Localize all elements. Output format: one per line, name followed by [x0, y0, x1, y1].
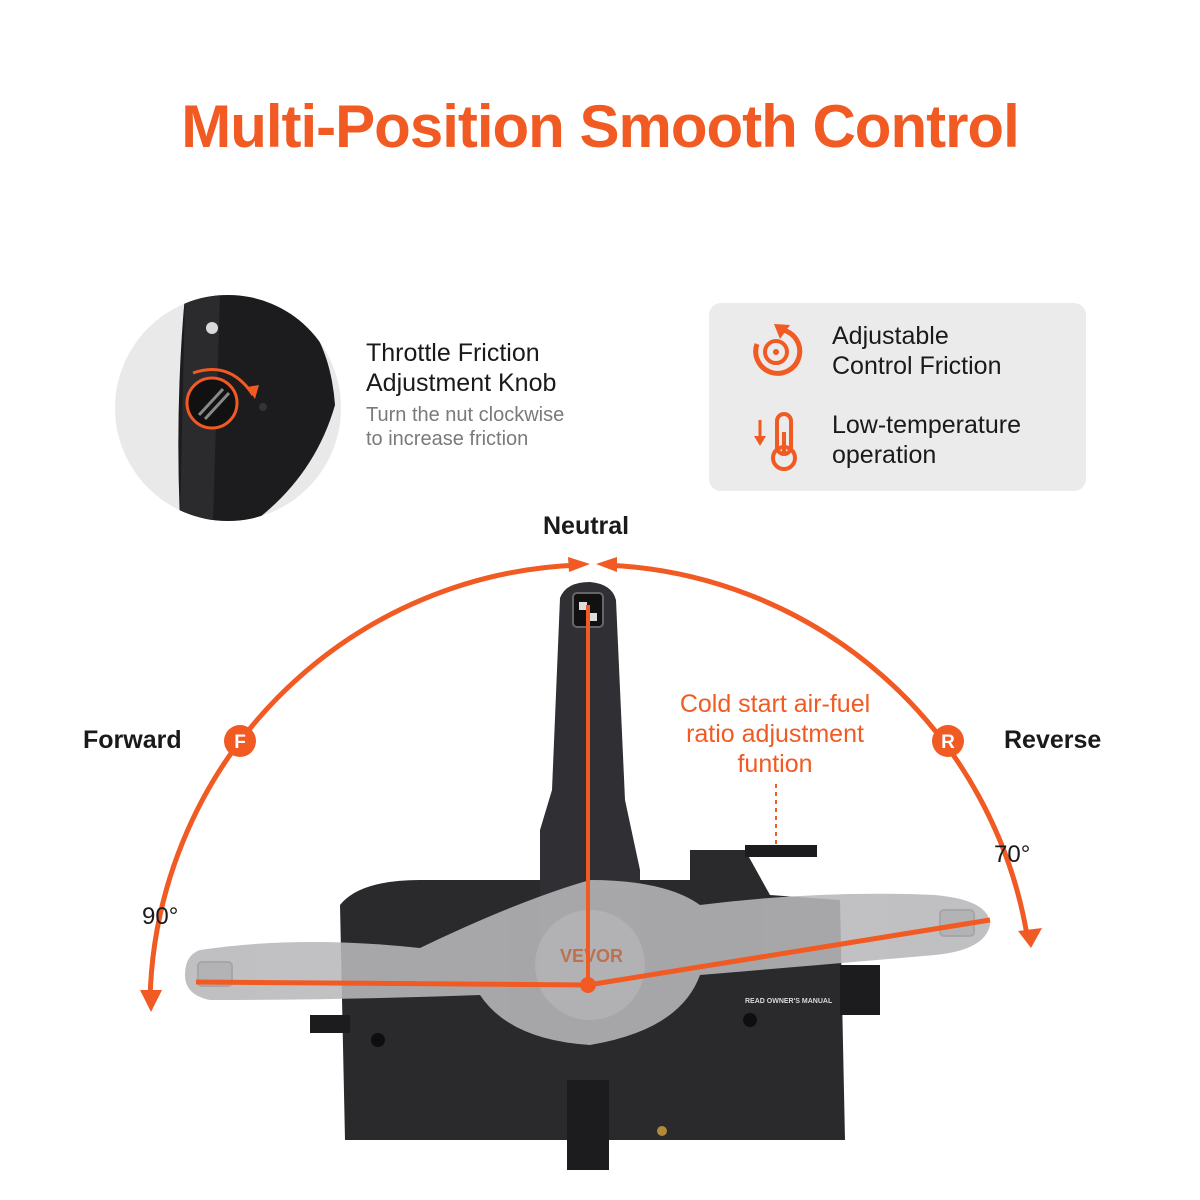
pivot-point — [580, 977, 596, 993]
cold-start-line3: funtion — [737, 750, 813, 778]
cold-start-line1: Cold start air-fuel — [679, 690, 871, 718]
forward-arc — [140, 557, 590, 1012]
neutral-label: Neutral — [543, 512, 630, 540]
reverse-line — [587, 917, 991, 988]
neutral-left-arrowhead-icon — [568, 557, 590, 572]
screw-icon — [206, 322, 218, 334]
knob-sub-line2: to increase friction — [366, 428, 529, 450]
knob-subtitle: Turn the nut clockwise to increase frict… — [366, 403, 564, 451]
feature-friction: Adjustable Control Friction — [832, 321, 1002, 381]
forward-arrowhead-icon — [140, 990, 162, 1012]
reverse-arc — [596, 557, 1042, 948]
feature-low-temp-line2: operation — [832, 441, 937, 469]
knob-closeup-illustration — [178, 295, 335, 521]
reverse-badge: R — [932, 725, 964, 757]
feature-friction-line2: Control Friction — [832, 352, 1002, 380]
forward-badge: F — [224, 725, 256, 757]
reverse-arrowhead-icon — [1018, 928, 1042, 948]
neutral-right-arrowhead-icon — [596, 557, 617, 572]
cold-start-note: Cold start air-fuel ratio adjustment fun… — [650, 689, 900, 779]
knob-title-line1: Throttle Friction — [366, 339, 540, 367]
reverse-angle: 70° — [994, 841, 1031, 868]
knob-title: Throttle Friction Adjustment Knob — [366, 338, 556, 398]
manual-label: READ OWNER'S MANUAL — [745, 998, 833, 1005]
knob-title-line2: Adjustment Knob — [366, 369, 557, 397]
svg-text:F: F — [234, 732, 246, 753]
feature-low-temp: Low-temperature operation — [832, 410, 1021, 470]
knob-sub-line1: Turn the nut clockwise — [366, 404, 565, 426]
feature-low-temp-line1: Low-temperature — [832, 411, 1021, 439]
svg-text:R: R — [941, 732, 955, 753]
cold-start-line2: ratio adjustment — [686, 720, 864, 748]
reverse-label: Reverse — [1004, 726, 1102, 754]
page-title: Multi-Position Smooth Control — [181, 93, 1020, 160]
knob-detail-image — [115, 295, 341, 521]
forward-angle: 90° — [142, 903, 179, 930]
brand-mark: VEVOR — [560, 946, 623, 966]
forward-label: Forward — [83, 726, 182, 754]
feature-friction-line1: Adjustable — [832, 322, 949, 350]
forward-line — [195, 979, 589, 988]
